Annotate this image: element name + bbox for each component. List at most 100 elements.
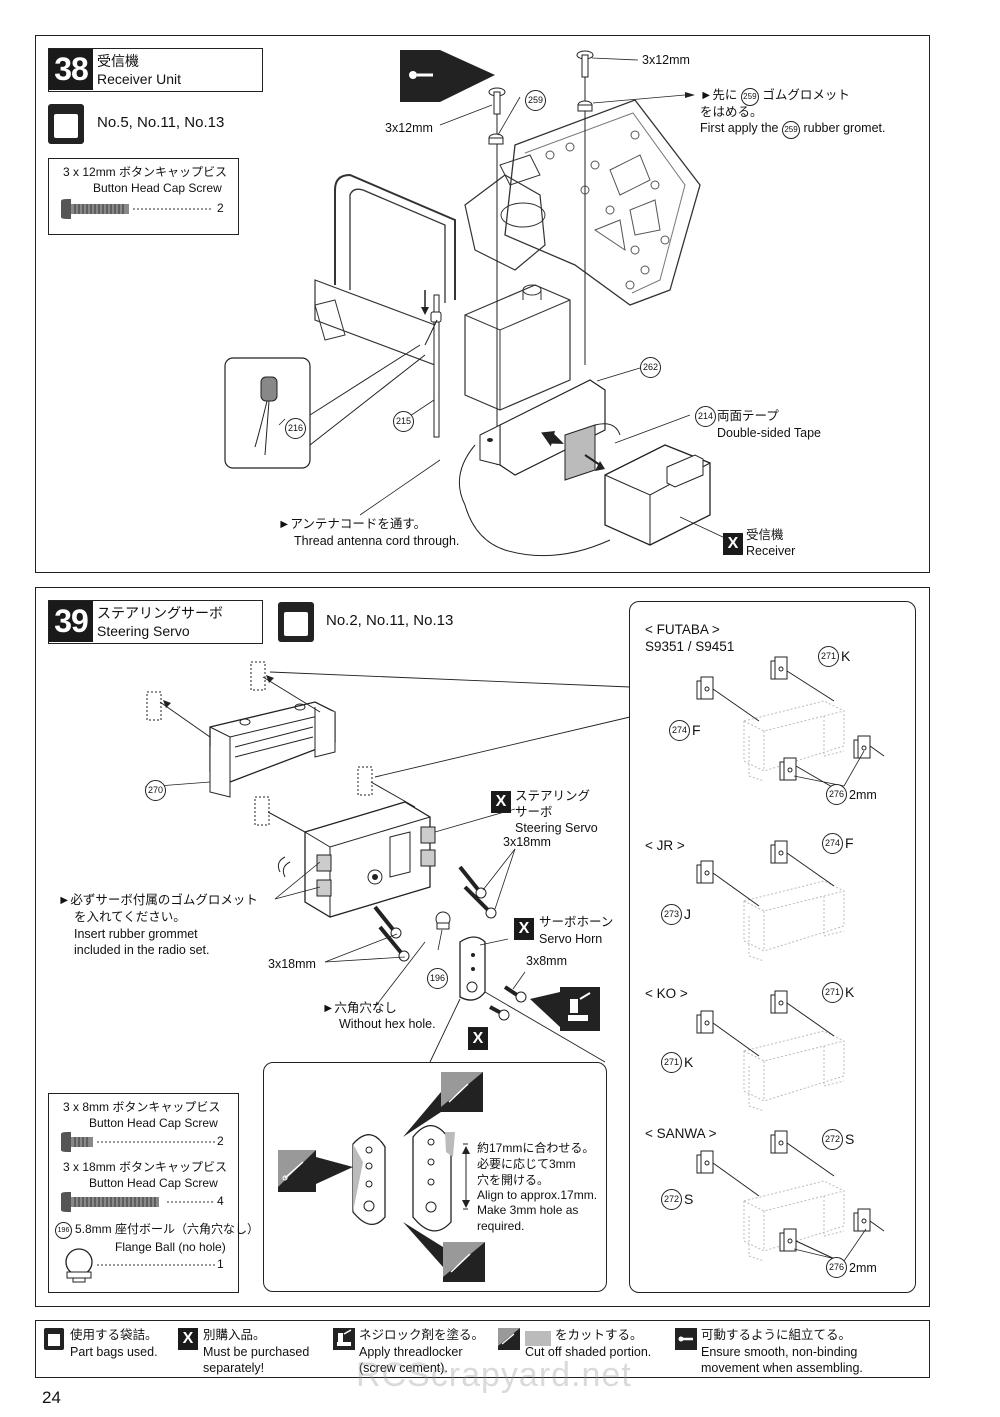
part-270-marker: 270 [145, 780, 166, 801]
part-215-marker: 215 [393, 411, 414, 432]
legend-cut-en: Cut off shaded portion. [525, 1345, 652, 1359]
screw-short-icon [61, 1132, 93, 1152]
tape-label-jp: 両面テープ [717, 409, 779, 423]
brand-jr-name: < JR > [645, 838, 685, 853]
grommet-note-jp1: ►必ずサーボ付属のゴムグロメット [58, 893, 258, 907]
leader-dotted [133, 208, 211, 210]
step-39-diagram [144, 661, 631, 1063]
legend-threadlocker-en2: (screw cement). [359, 1361, 448, 1375]
servo-label-en: Steering Servo [515, 821, 598, 835]
receiver-label-en: Receiver [746, 544, 796, 558]
legend-movable-icon [675, 1328, 697, 1350]
step-38-header: 38 受信機 Receiver Unit [48, 48, 263, 92]
step-number: 39 [49, 601, 93, 642]
antenna-note-en: Thread antenna cord through. [294, 534, 460, 548]
sanwa-top-letter: S [845, 1131, 855, 1147]
align-note-jp1: 約17mmに合わせる。 [477, 1141, 595, 1155]
bag-icon [48, 104, 84, 144]
sanwa-left-num: 272 [661, 1189, 682, 1210]
grommet-num: 259 [740, 88, 759, 106]
screw-long-icon [61, 1192, 159, 1212]
futaba-top-num: 271 [818, 646, 839, 667]
brand-futaba-model: S9351 / S9451 [645, 639, 735, 654]
legend-x-jp: 別購入品。 [203, 1328, 266, 1342]
screw-label-right: 3x12mm [642, 53, 690, 67]
jr-top-letter: F [845, 835, 854, 851]
step-title-jp: 受信機 [97, 53, 139, 69]
grommet-en1: First apply the [700, 121, 779, 135]
antenna-note-jp: ►アンテナコードを通す。 [278, 517, 427, 531]
part-name-jp: 3 x 12mm ボタンキャップビス [63, 165, 228, 179]
grommet-en-num: 259 [782, 121, 800, 139]
part-2-qty: 4 [217, 1194, 224, 1208]
jr-left-letter: J [684, 906, 691, 922]
leader-dotted [97, 1141, 215, 1143]
x-icon: X [491, 791, 511, 813]
part-2-name-en: Button Head Cap Screw [89, 1176, 218, 1190]
grommet-jp2: ゴムグロメット [762, 88, 850, 102]
part-1-qty: 2 [217, 1134, 224, 1148]
part-3-name-en: Flange Ball (no hole) [115, 1240, 226, 1254]
futaba-bottom-num: 276 [826, 784, 847, 805]
legend-bag-icon [44, 1328, 64, 1350]
legend-movable-en2: movement when assembling. [701, 1361, 863, 1375]
futaba-left-letter: F [692, 722, 701, 738]
parts-box: 3 x 12mm ボタンキャップビス Button Head Cap Screw… [48, 158, 239, 235]
legend-x-icon: X [178, 1328, 198, 1350]
screw-3x8-label: 3x8mm [526, 954, 567, 968]
screw-3x18-label-b: 3x18mm [268, 957, 316, 971]
grommet-en2: rubber gromet. [803, 121, 886, 135]
screw-3x18-label-a: 3x18mm [503, 835, 551, 849]
part-196-marker: 196 [427, 968, 448, 989]
screw-left [488, 87, 506, 465]
align-note-en3: required. [477, 1219, 525, 1233]
legend-bag-jp: 使用する袋詰。 [70, 1328, 158, 1342]
legend-movable-en1: Ensure smooth, non-binding [701, 1345, 858, 1359]
leader-dotted [167, 1201, 215, 1203]
ko-top-num: 271 [822, 982, 843, 1003]
part-1-name-jp: 3 x 8mm ボタンキャップビス [63, 1100, 221, 1114]
tape-label-en: Double-sided Tape [717, 426, 822, 440]
grommet-note-jp2: を入れてください。 [74, 910, 186, 924]
part-name-en: Button Head Cap Screw [93, 181, 222, 195]
screw-right [576, 50, 594, 365]
servo-brand-panel [629, 601, 916, 1293]
futaba-top-letter: K [841, 648, 851, 664]
step-38-panel [35, 35, 930, 573]
legend-x-en2: separately! [203, 1361, 265, 1375]
brand-futaba-name: < FUTABA > [645, 622, 720, 637]
threadlocker-icon [530, 987, 600, 1031]
horn-inset [263, 1062, 607, 1292]
part-3-num: 196 [55, 1222, 72, 1239]
part-qty: 2 [217, 201, 224, 215]
screw-icon [61, 199, 129, 219]
hex-note-en: Without hex hole. [339, 1017, 436, 1031]
receiver-label-jp: 受信機 [746, 528, 784, 542]
legend-threadlocker-en1: Apply threadlocker [359, 1345, 463, 1359]
grommet-note-en2: included in the radio set. [74, 943, 210, 957]
step-title-en: Steering Servo [97, 623, 190, 639]
brand-ko-name: < KO > [645, 986, 688, 1001]
ko-left-letter: K [684, 1054, 694, 1070]
jr-left-num: 273 [661, 904, 682, 925]
legend-movable-jp: 可動するように組立てる。 [701, 1328, 852, 1342]
legend-x-en1: Must be purchased [203, 1345, 310, 1359]
legend-threadlocker-icon [333, 1328, 355, 1350]
jr-top-num: 274 [822, 833, 843, 854]
horn-label-jp: サーボホーン [539, 915, 614, 929]
part-3-qty: 1 [217, 1257, 224, 1271]
legend-cut-icon [498, 1328, 551, 1350]
ko-top-letter: K [845, 984, 855, 1000]
grommet-jp1: ►先に [700, 88, 738, 102]
watermark: RCScrapyard.net [356, 1356, 632, 1394]
horn-label-en: Servo Horn [539, 932, 603, 946]
step-39-header: 39 ステアリングサーボ Steering Servo [48, 600, 263, 644]
align-note-en1: Align to approx.17mm. [477, 1188, 598, 1202]
grommet-note-en1: Insert rubber grommet [74, 927, 198, 941]
x-icon: X [468, 1028, 488, 1050]
sanwa-bottom-text: 2mm [849, 1261, 877, 1275]
bags-label: No.5, No.11, No.13 [97, 114, 225, 131]
movable-icon [400, 50, 495, 102]
hex-note-jp: ►六角穴なし [322, 1001, 397, 1015]
legend-bag-en: Part bags used. [70, 1345, 158, 1359]
